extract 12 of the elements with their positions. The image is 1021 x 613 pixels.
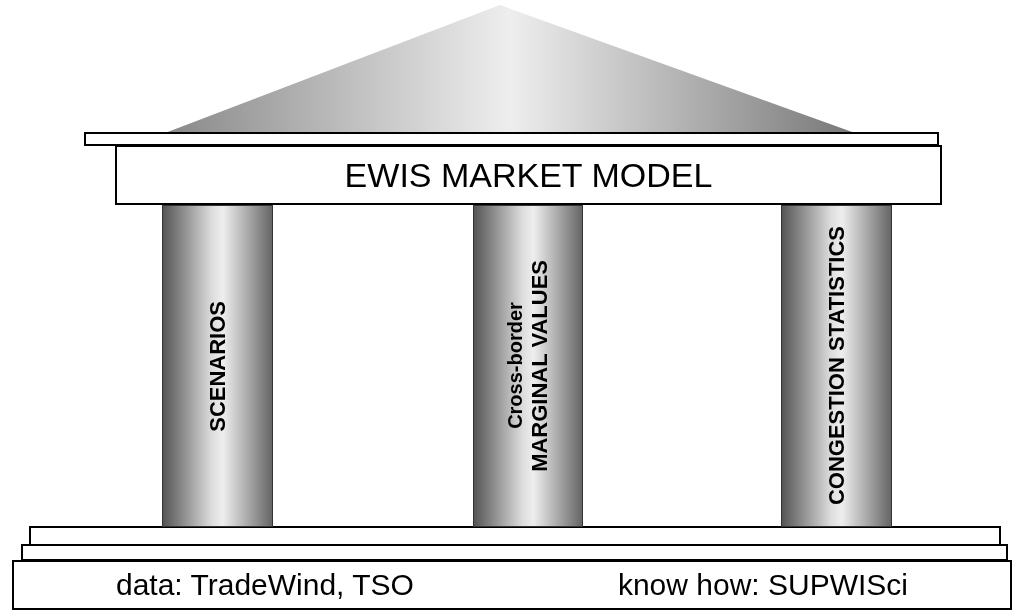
- pillar: [781, 205, 892, 527]
- base-label: know how: SUPWISci: [617, 568, 908, 602]
- beam-box: [115, 145, 942, 205]
- pillar-label: Cross-border: [503, 301, 527, 432]
- pillar: [473, 205, 583, 527]
- pillar-label: MARGINAL VALUES: [526, 260, 553, 472]
- pillar-label: CONGESTION STATISTICS: [823, 226, 850, 506]
- base-label: data: TradeWind, TSO: [116, 568, 414, 602]
- base-slab: [12, 560, 1012, 610]
- pillar: [162, 205, 273, 527]
- beam-label: EWIS MARKET MODEL: [344, 155, 713, 195]
- pillar-label: SCENARIOS: [204, 300, 231, 432]
